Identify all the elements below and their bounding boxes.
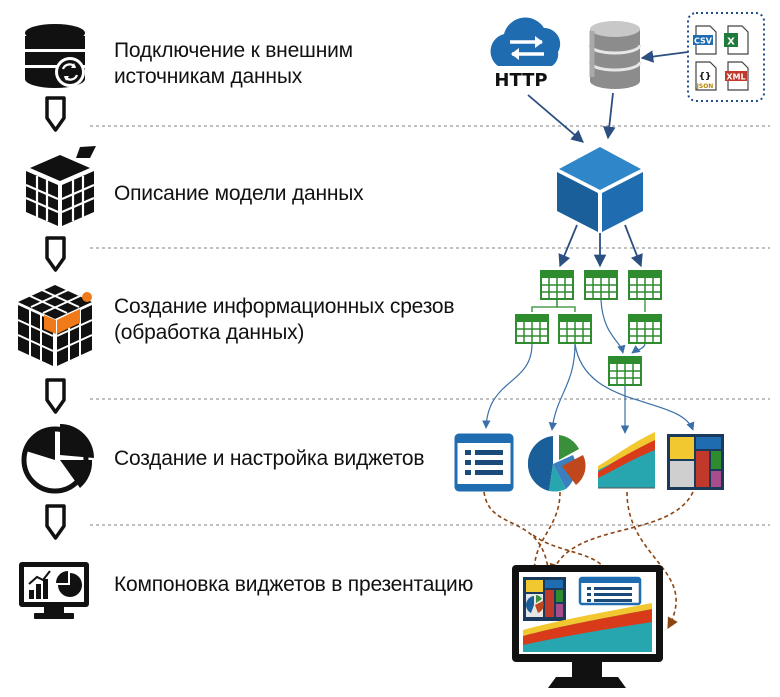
svg-text:X: X — [727, 37, 735, 48]
pie-chart-icon — [21, 424, 94, 494]
http-cloud-icon — [490, 17, 561, 67]
step-4-label: Создание и настройка виджетов — [114, 446, 425, 472]
step-1-label: Подключение к внешним источникам данных — [114, 38, 353, 90]
step-3-line-2: (обработка данных) — [114, 321, 305, 344]
database-sync-icon — [25, 24, 85, 88]
table-icon-b3 — [628, 314, 662, 344]
data-model-cube — [557, 147, 643, 232]
http-label: HTTP — [494, 70, 547, 91]
list-widget-icon — [454, 433, 514, 492]
table-icon-b2 — [558, 314, 592, 344]
database-server-icon — [588, 21, 642, 89]
monitor-presentation-icon — [512, 565, 663, 688]
arrow-to-treemap-widget — [574, 343, 695, 431]
svg-text:XML: XML — [726, 73, 745, 82]
step-5-label: Компоновка виджетов в презентацию — [114, 572, 473, 598]
step-down-arrow-2 — [45, 236, 66, 272]
arrow-cube-to-table-3 — [624, 224, 643, 268]
arrow-cube-to-table-1 — [558, 224, 578, 268]
arrow-table-to-c1-b — [631, 343, 646, 354]
step-1-line-2: источникам данных — [114, 65, 303, 88]
step-2-line-1: Описание модели данных — [114, 182, 364, 205]
arrow-db-to-cube — [602, 92, 616, 140]
arrow-files-to-db — [640, 50, 689, 63]
pie-widget-icon — [527, 435, 586, 492]
treemap-widget-icon — [667, 434, 724, 490]
arrow-table-to-c1-a — [600, 299, 626, 354]
arrow-to-list-widget — [482, 343, 533, 429]
step-3-label: Создание информационных срезов (обработк… — [114, 294, 455, 346]
step-3-line-1: Создание информационных срезов — [114, 295, 455, 318]
svg-text:CSV: CSV — [694, 37, 713, 46]
step-down-arrow-3 — [45, 378, 66, 414]
step-down-arrow-4 — [45, 504, 66, 540]
curve-treemap-to-monitor — [549, 491, 694, 576]
step-5-line-1: Компоновка виджетов в презентацию — [114, 573, 474, 596]
curve-area-to-monitor — [626, 491, 678, 629]
json-file-icon: {} JSON — [695, 61, 717, 91]
step-2-label: Описание модели данных — [114, 181, 364, 207]
table-icon-c1 — [608, 356, 642, 386]
xml-file-icon: XML — [725, 61, 749, 91]
separators — [90, 125, 770, 526]
svg-text:JSON: JSON — [696, 83, 714, 90]
csv-file-icon: CSV — [693, 25, 717, 55]
curve-to-monitor-list — [532, 534, 612, 579]
table-icon-a3 — [628, 270, 662, 300]
step-1-line-1: Подключение к внешним — [114, 39, 353, 62]
step-down-arrow-1 — [45, 96, 66, 132]
cube-slice-icon — [17, 285, 93, 366]
table-icon-b1 — [515, 314, 549, 344]
area-widget-icon — [598, 432, 655, 489]
arrow-http-to-cube — [527, 94, 584, 143]
file-sources-group: CSV X {} JSON XML — [687, 12, 765, 102]
step-4-line-1: Создание и настройка виджетов — [114, 447, 425, 470]
table-icon-a1 — [540, 270, 574, 300]
arrow-to-pie-widget — [548, 343, 576, 431]
table-icon-a2 — [584, 270, 618, 300]
excel-file-icon: X — [724, 25, 749, 55]
svg-text:{}: {} — [699, 72, 712, 82]
curve-list-to-monitor — [483, 491, 554, 580]
presentation-board-icon — [19, 562, 89, 619]
cube-model-icon — [25, 146, 96, 226]
